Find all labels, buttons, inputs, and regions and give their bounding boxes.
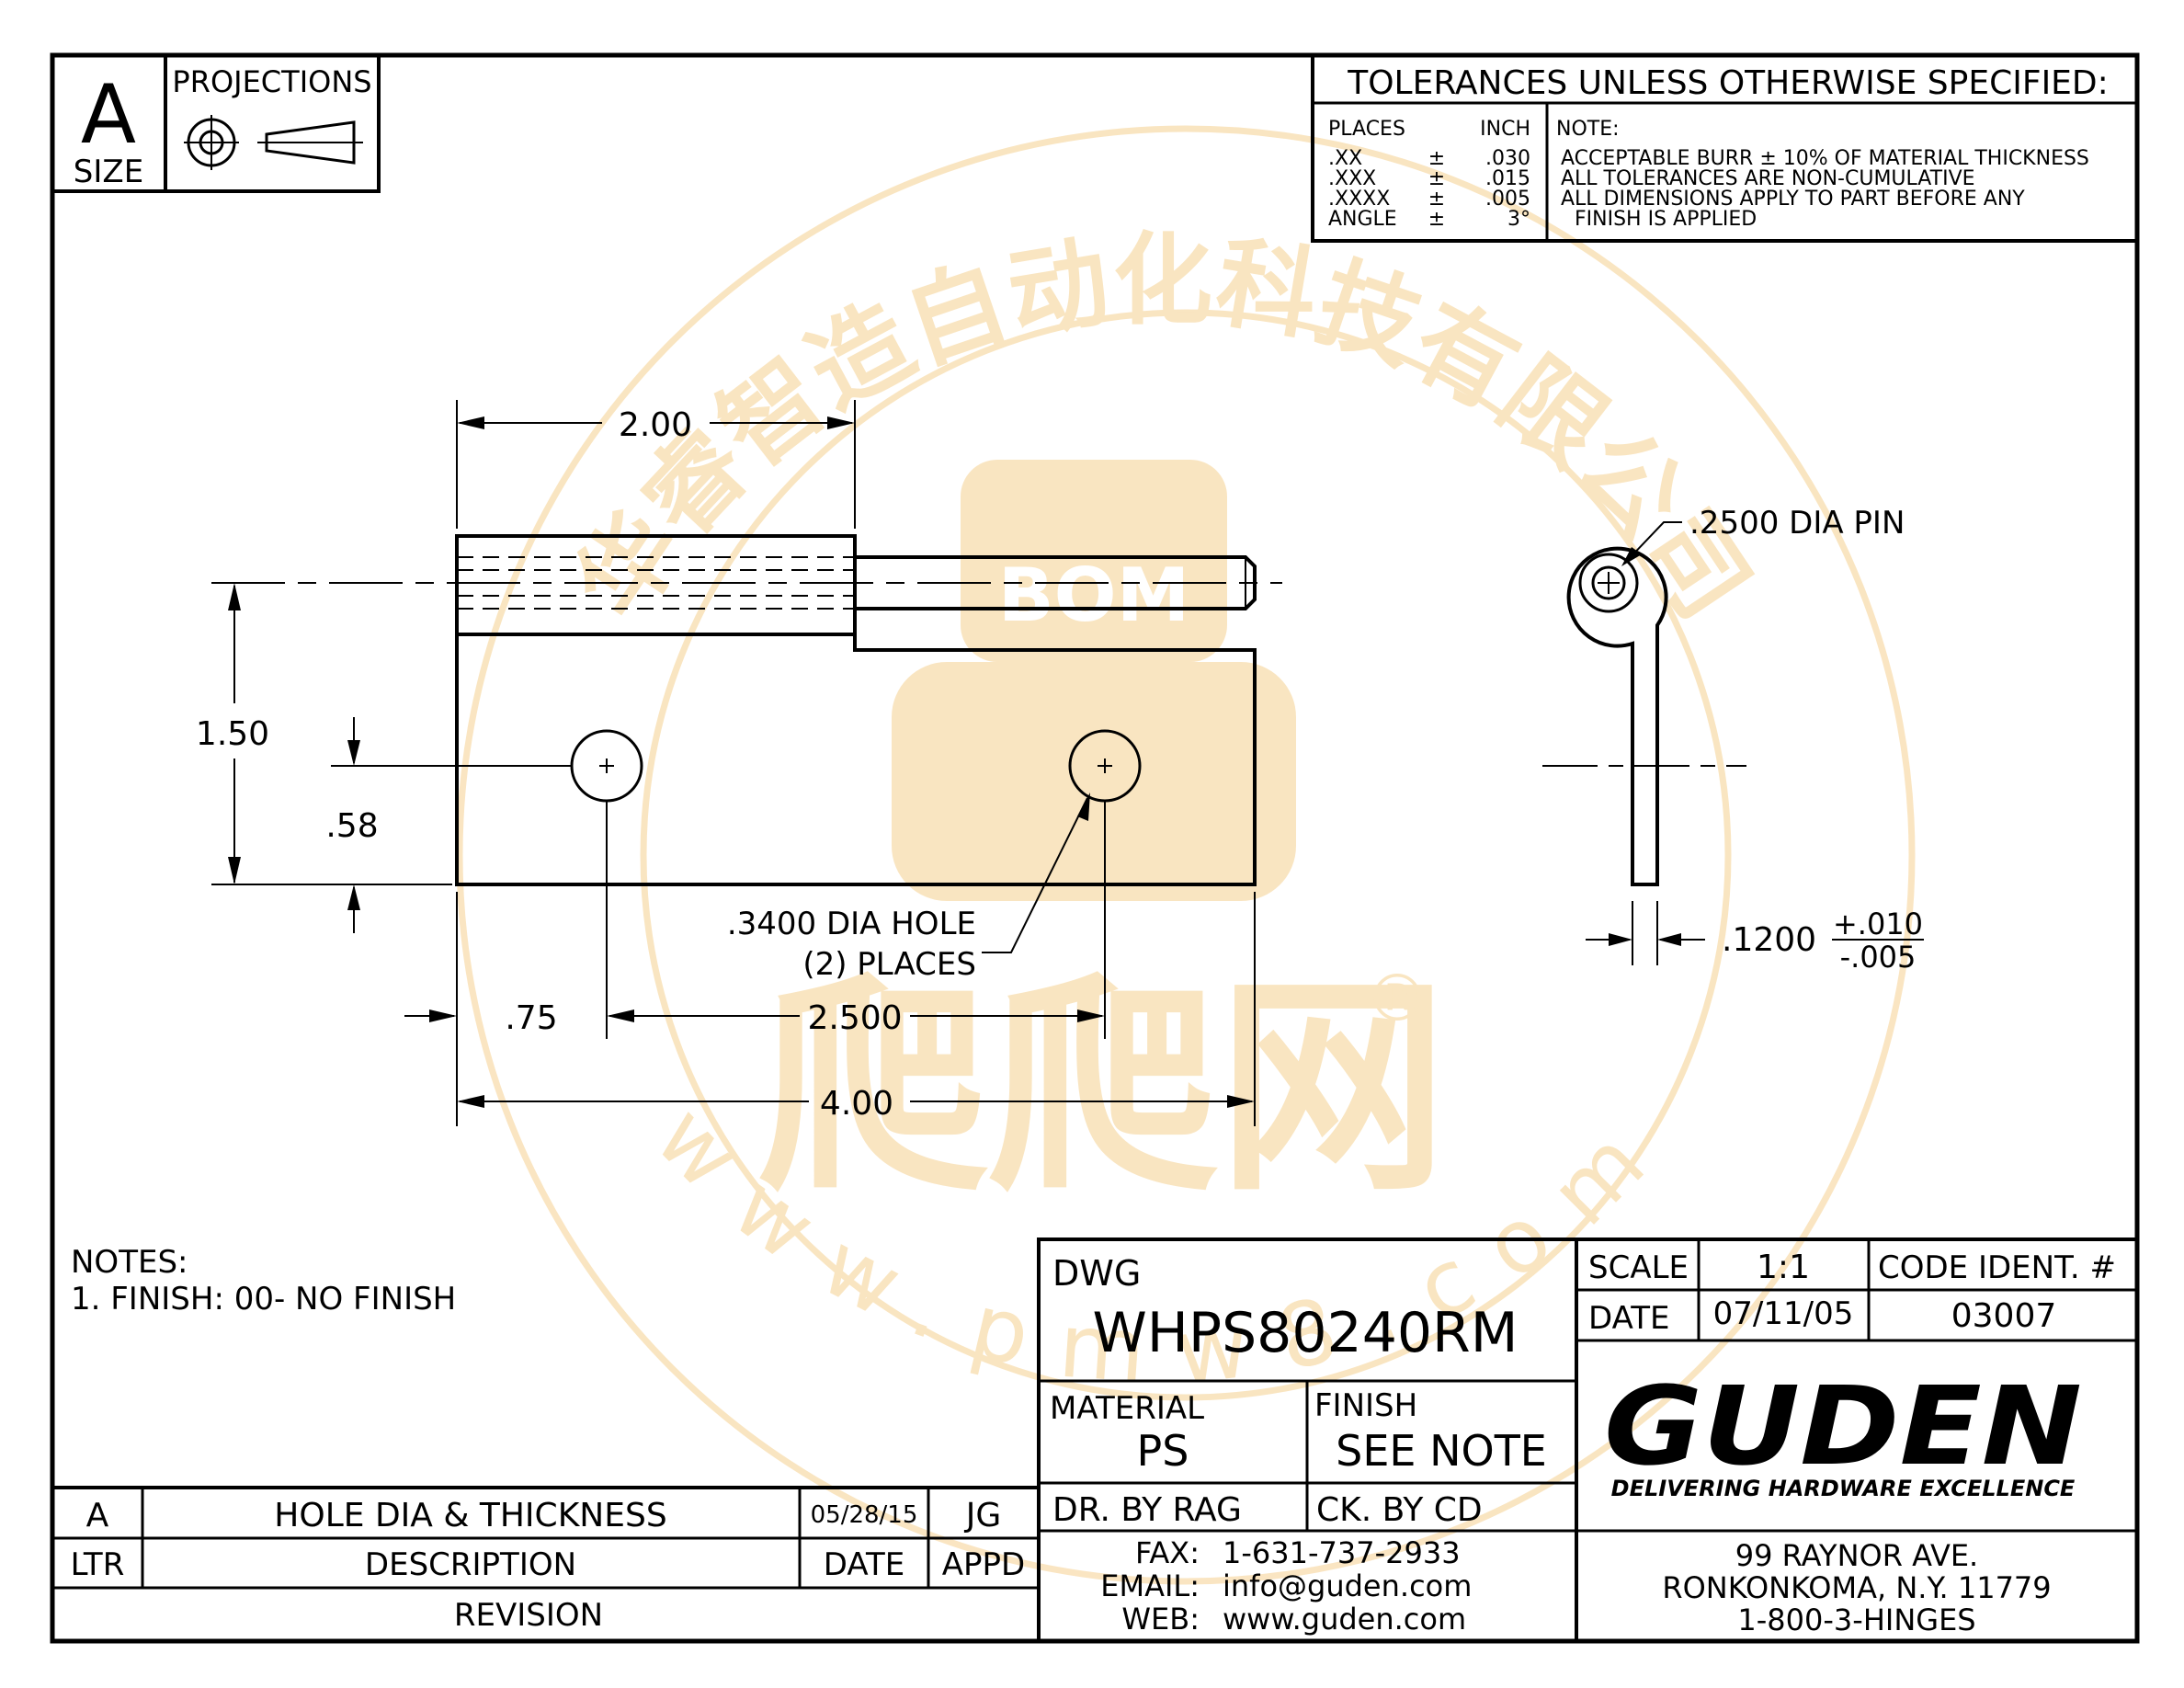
web-label: WEB: [1121, 1602, 1200, 1637]
dim-thickness-plus: +.010 [1833, 907, 1923, 941]
watermark-bom: BOM [998, 553, 1190, 638]
svg-text:.XXXX: .XXXX [1328, 188, 1390, 211]
dim-hole-height: .58 [325, 807, 378, 845]
dim-overall-length: 4.00 [820, 1085, 893, 1123]
date-label: DATE [1588, 1300, 1669, 1337]
size-label: SIZE [74, 154, 143, 190]
code-ident-value: 03007 [1951, 1297, 2057, 1335]
tolerance-note: FINISH IS APPLIED [1575, 208, 1757, 231]
svg-text:.005: .005 [1485, 188, 1530, 211]
dim-top-length: 2.00 [619, 406, 692, 444]
note-header: NOTE: [1556, 118, 1620, 141]
description-header: DESCRIPTION [365, 1546, 576, 1583]
code-ident-label: CODE IDENT. # [1878, 1249, 2116, 1286]
side-view [1542, 521, 1924, 965]
date-value: 07/11/05 [1713, 1295, 1854, 1332]
appd-header: APPD [942, 1546, 1025, 1583]
inch-header: INCH [1480, 118, 1530, 141]
date-header: DATE [824, 1546, 904, 1583]
dim-hole-offset: .75 [505, 999, 557, 1037]
dim-height: 1.50 [196, 715, 269, 753]
pin-note: .2500 DIA PIN [1689, 505, 1905, 542]
side-view-dimension-text: .2500 DIA PIN .1200 +.010 -.005 [1689, 505, 1923, 975]
hinge-leaf-outline [455, 534, 1257, 886]
address-line-2: RONKONKOMA, N.Y. 11779 [1662, 1570, 2051, 1605]
truncated-cone-projection-icon [257, 120, 363, 165]
material-value: PS [1137, 1426, 1189, 1476]
svg-text:±: ± [1428, 167, 1445, 190]
tolerances-title: TOLERANCES UNLESS OTHERWISE SPECIFIED: [1347, 64, 2109, 102]
revision-ltr: A [86, 1497, 109, 1534]
title-block [1037, 1237, 2139, 1643]
tolerances-block: TOLERANCES UNLESS OTHERWISE SPECIFIED: P… [1311, 53, 2139, 243]
title-block-text: DWG WHPS80240RM SCALE 1:1 CODE IDENT. # … [1050, 1249, 2116, 1637]
finish-value: SEE NOTE [1336, 1426, 1547, 1476]
fax-value: 1-631-737-2933 [1223, 1535, 1461, 1570]
svg-text:.030: .030 [1485, 147, 1530, 170]
guden-logo: GUDEN [1604, 1363, 2082, 1489]
front-view-dimension-text: 2.00 1.50 .58 .75 2.500 4.00 .3400 DIA H… [196, 406, 976, 1123]
email-label: EMAIL: [1100, 1568, 1200, 1603]
side-view-knuckle [1566, 546, 1668, 886]
tolerance-note: ALL TOLERANCES ARE NON-CUMULATIVE [1561, 167, 1975, 190]
revision-footer: REVISION [454, 1597, 603, 1634]
watermark-registered: ® [1365, 961, 1429, 1036]
dwg-label: DWG [1052, 1253, 1141, 1294]
hole-note-line-1: .3400 DIA HOLE [727, 906, 976, 942]
svg-text:ANGLE: ANGLE [1328, 208, 1397, 231]
fax-label: FAX: [1135, 1535, 1200, 1570]
watermark-logo-block [961, 460, 1227, 662]
svg-text:±: ± [1428, 188, 1445, 211]
guden-tagline: DELIVERING HARDWARE EXCELLENCE [1611, 1476, 2076, 1501]
dwg-number: WHPS80240RM [1092, 1301, 1518, 1365]
revision-text: A HOLE DIA & THICKNESS 05/28/15 JG LTR D… [71, 1497, 1026, 1634]
revision-date: 05/28/15 [811, 1501, 918, 1529]
scale-label: SCALE [1588, 1249, 1689, 1286]
svg-text:.XX: .XX [1328, 147, 1362, 170]
places-header: PLACES [1328, 118, 1405, 141]
projections-label: PROJECTIONS [172, 64, 371, 99]
address-line-1: 99 RAYNOR AVE. [1735, 1538, 1978, 1573]
svg-text:.015: .015 [1485, 167, 1530, 190]
scale-value: 1:1 [1757, 1249, 1810, 1286]
dim-thickness-minus: -.005 [1840, 940, 1917, 975]
watermark-big-text: 爬爬网 [758, 954, 1448, 1222]
notes-header: NOTES: [71, 1244, 188, 1281]
svg-text:3°: 3° [1507, 208, 1530, 231]
revision-appd: JG [964, 1497, 1002, 1534]
dim-thickness: .1200 [1722, 921, 1816, 959]
size-block: A SIZE PROJECTIONS [51, 53, 381, 193]
material-label: MATERIAL [1050, 1390, 1204, 1427]
address-line-3: 1-800-3-HINGES [1737, 1602, 1975, 1637]
email-value: info@guden.com [1223, 1568, 1472, 1603]
checked-by: CK. BY CD [1316, 1491, 1483, 1529]
hole-note-line-2: (2) PLACES [802, 946, 976, 983]
web-value: www.guden.com [1223, 1602, 1466, 1637]
tolerance-note: ALL DIMENSIONS APPLY TO PART BEFORE ANY [1561, 188, 2025, 211]
svg-text:±: ± [1428, 147, 1445, 170]
svg-text:.XXX: .XXX [1328, 167, 1376, 190]
note-item: 1. FINISH: 00- NO FINISH [71, 1281, 456, 1317]
finish-label: FINISH [1314, 1387, 1417, 1424]
tolerance-note: ACCEPTABLE BURR ± 10% OF MATERIAL THICKN… [1561, 147, 2089, 170]
size-letter: A [81, 67, 136, 162]
revision-description: HOLE DIA & THICKNESS [274, 1497, 666, 1534]
concentric-circles-projection-icon [184, 115, 239, 170]
dim-hole-spacing: 2.500 [807, 999, 902, 1037]
drawn-by: DR. BY RAG [1052, 1491, 1242, 1529]
general-notes: NOTES: 1. FINISH: 00- NO FINISH [71, 1244, 456, 1317]
ltr-header: LTR [71, 1546, 125, 1583]
svg-text:±: ± [1428, 208, 1445, 231]
front-view-dimensions [211, 400, 1256, 1126]
